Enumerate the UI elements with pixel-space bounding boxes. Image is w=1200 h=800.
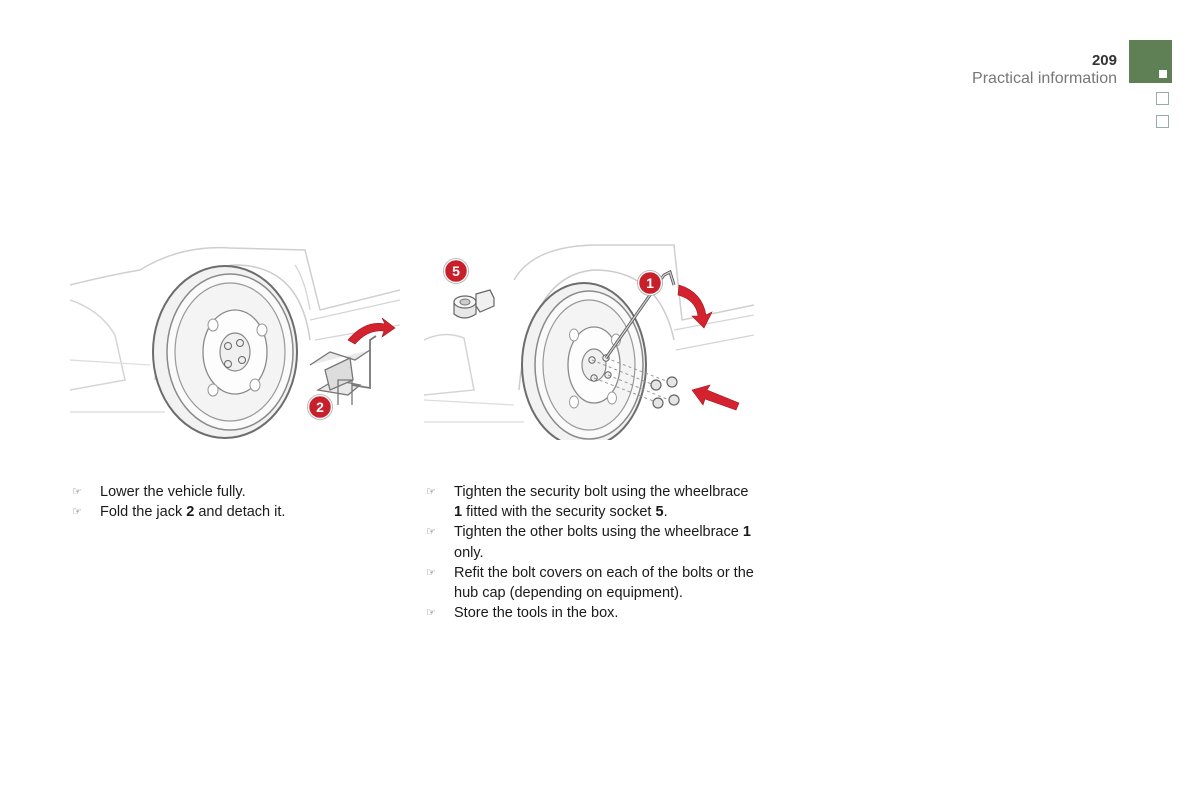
wheel-jack-drawing bbox=[69, 246, 401, 439]
pointing-hand-icon: ☞ bbox=[72, 486, 82, 498]
section-tab-3[interactable] bbox=[1156, 115, 1169, 128]
callout-badge-1: 1 bbox=[637, 270, 663, 296]
list-item: ☞ Refit the bolt covers on each of the b… bbox=[426, 564, 754, 602]
wheel-brace-drawing bbox=[423, 244, 755, 448]
list-item: ☞ Lower the vehicle fully. bbox=[72, 482, 392, 502]
instructions-left: ☞ Lower the vehicle fully. ☞ Fold the ja… bbox=[72, 482, 392, 522]
page-header: 209 Practical information bbox=[972, 52, 1117, 88]
list-item: ☞ Store the tools in the box. bbox=[426, 603, 756, 623]
list-item: ☞ Tighten the other bolts using the whee… bbox=[426, 524, 751, 561]
section-tab-active[interactable] bbox=[1129, 40, 1172, 83]
section-tab-marker-icon bbox=[1159, 70, 1167, 78]
section-title: Practical information bbox=[972, 70, 1117, 87]
illustration-lower-vehicle: 2 bbox=[69, 240, 401, 440]
pointing-hand-icon: ☞ bbox=[426, 486, 436, 498]
callout-label-5: 5 bbox=[452, 263, 460, 279]
section-tab-2[interactable] bbox=[1156, 92, 1169, 105]
callout-badge-5: 5 bbox=[443, 258, 469, 284]
pointing-hand-icon: ☞ bbox=[72, 506, 82, 519]
list-item: ☞ Fold the jack 2 and detach it. bbox=[72, 502, 392, 522]
callout-badge-2: 2 bbox=[307, 394, 333, 420]
illustration-tighten-bolts: 5 1 bbox=[423, 240, 755, 448]
list-item: ☞ Tighten the security bolt using the wh… bbox=[426, 484, 749, 521]
security-socket-icon bbox=[453, 289, 495, 319]
pointing-hand-icon: ☞ bbox=[426, 526, 436, 539]
callout-label-2: 2 bbox=[316, 399, 324, 415]
pointing-hand-icon: ☞ bbox=[426, 607, 436, 620]
page-number: 209 bbox=[1091, 52, 1117, 69]
callout-label-1: 1 bbox=[646, 275, 654, 291]
pointing-hand-icon: ☞ bbox=[426, 566, 436, 579]
instructions-right: ☞ Tighten the security bolt using the wh… bbox=[426, 482, 756, 623]
